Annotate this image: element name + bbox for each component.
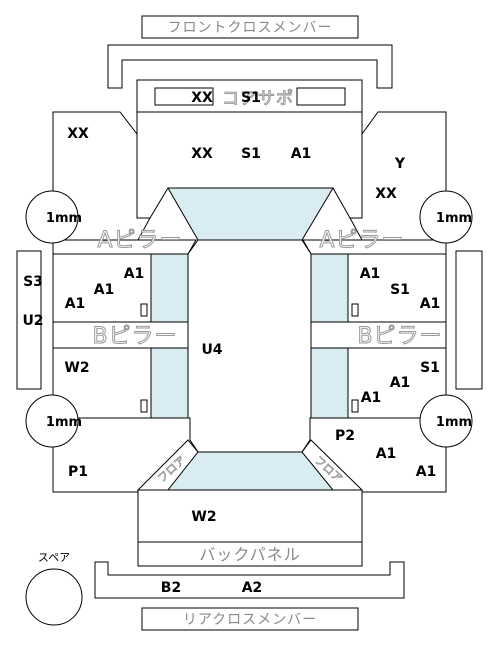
spare-tire [25, 568, 83, 626]
right-sill [455, 250, 483, 390]
code-core-s1: S1 [241, 90, 261, 106]
right-rear-handle [351, 399, 359, 413]
code-rear-b2: B2 [161, 580, 181, 596]
code-right-fender-y: Y [394, 156, 406, 172]
core-support-right-slot [296, 87, 346, 106]
front-right-wheel-label: 1mm [436, 211, 472, 226]
right-front-handle [351, 303, 359, 317]
trunk-lid [137, 489, 363, 543]
code-left-fender-xx: XX [67, 126, 89, 142]
core-support-label: コアサポ [222, 89, 294, 109]
code-left-front-door-a1-c: A1 [65, 296, 86, 312]
windshield-glass [167, 187, 334, 241]
code-right-fender-xx: XX [375, 186, 397, 202]
back-panel-box [137, 541, 363, 567]
code-right-rear-door-a1-a: A1 [390, 375, 411, 391]
code-right-quarter-a1-a: A1 [376, 446, 397, 462]
code-right-rear-door-s1: S1 [420, 360, 440, 376]
rear-left-wheel-label: 1mm [46, 415, 82, 430]
code-hood-a1: A1 [291, 146, 312, 162]
code-rear-a2: A2 [242, 580, 263, 596]
code-left-quarter-p1: P1 [68, 464, 88, 480]
code-left-front-door-a1-b: A1 [94, 282, 115, 298]
core-support-left-slot [154, 87, 214, 106]
code-left-sill-s3: S3 [23, 274, 43, 290]
left-front-handle [140, 303, 148, 317]
code-left-front-door-a1-a: A1 [124, 266, 145, 282]
left-rear-door-glass [150, 347, 189, 419]
rear-left-wheel [25, 394, 79, 448]
code-left-sill-u2: U2 [22, 313, 43, 329]
code-hood-xx: XX [191, 146, 213, 162]
rear-bumper [94, 561, 405, 599]
code-right-front-door-a1-b: A1 [420, 296, 441, 312]
front-bumper [107, 44, 393, 89]
rear-right-wheel [419, 394, 473, 448]
a-pillar-left-label: Aピラー [97, 228, 182, 253]
code-right-quarter-p2: P2 [335, 428, 355, 444]
right-front-door-glass [310, 253, 349, 323]
b-pillar-left-label: Bピラー [92, 324, 177, 349]
left-sill [16, 250, 42, 390]
code-left-rear-door-w2: W2 [64, 360, 89, 376]
b-pillar-left-band [52, 321, 191, 349]
code-roof-u4: U4 [201, 342, 222, 358]
back-panel-label: バックパネル [199, 545, 300, 564]
code-core-xx: XX [191, 90, 213, 106]
a-pillar-right-label: Aピラー [319, 228, 404, 253]
spare-label: スペア [38, 551, 70, 564]
code-right-rear-door-a1-b: A1 [361, 390, 382, 406]
left-front-door-glass [150, 253, 189, 323]
left-rear-handle [140, 399, 148, 413]
code-right-front-door-a1-a: A1 [360, 266, 381, 282]
code-trunk-w2: W2 [191, 509, 216, 525]
right-rear-door-glass [310, 347, 349, 419]
front-right-wheel [419, 190, 473, 244]
front-cross-member-box [141, 15, 359, 39]
code-right-quarter-a1-b: A1 [416, 464, 437, 480]
code-right-front-door-s1: S1 [390, 282, 410, 298]
b-pillar-right-label: Bピラー [357, 324, 442, 349]
code-hood-s1: S1 [241, 146, 261, 162]
front-left-wheel [25, 190, 79, 244]
rear-cross-member-label: リアクロスメンバー [183, 612, 317, 628]
rear-cross-member-box [141, 607, 359, 631]
front-left-wheel-label: 1mm [46, 211, 82, 226]
front-cross-member-label: フロントクロスメンバー [168, 20, 333, 36]
rear-right-wheel-label: 1mm [436, 415, 472, 430]
